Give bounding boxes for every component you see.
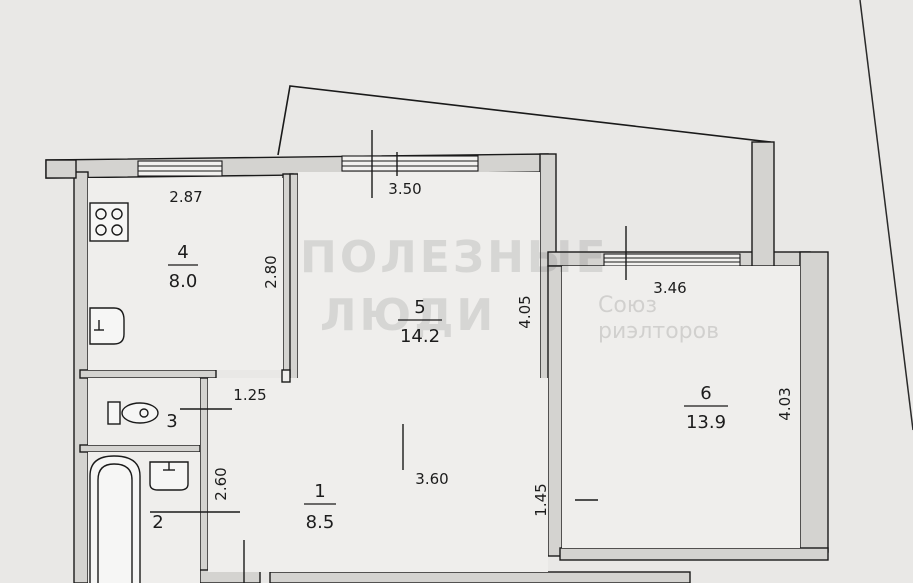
window-room6 <box>603 253 741 267</box>
dim-kitchen-depth: 2.80 <box>262 255 280 288</box>
dim-kitchen-width: 2.87 <box>169 188 202 206</box>
room-4-number: 4 <box>177 242 188 263</box>
room-3-number: 3 <box>166 411 177 432</box>
dim-room6-depth: 4.03 <box>776 387 794 420</box>
room-interiors <box>88 172 800 583</box>
watermark-line1: ПОЛЕЗНЫЕ <box>300 232 609 283</box>
window-kitchen <box>137 160 223 177</box>
dim-room5-depth: 4.05 <box>516 295 534 328</box>
watermark-org1: Союз <box>598 293 657 318</box>
window-room5 <box>341 155 479 172</box>
toilet-icon <box>107 401 159 425</box>
dim-bath-length: 2.60 <box>212 467 230 500</box>
room-1-area: 8.5 <box>306 512 335 533</box>
room-4-area: 8.0 <box>169 271 198 292</box>
dim-toilet-width: 1.25 <box>233 386 266 404</box>
windows <box>137 155 741 267</box>
room-6-area: 13.9 <box>686 412 726 433</box>
room-labels: 4 8.0 5 14.2 6 13.9 1 8.5 2 3 <box>152 242 728 533</box>
room-6-number: 6 <box>700 383 711 404</box>
dim-hall-width: 1.45 <box>532 483 550 516</box>
room-1-number: 1 <box>314 481 325 502</box>
watermark: ПОЛЕЗНЫЕ ЛЮДИ Союз риэлторов <box>300 232 719 344</box>
dim-room6-top: 3.46 <box>653 279 686 297</box>
room-2-number: 2 <box>152 512 163 533</box>
washbasin-icon <box>149 461 189 491</box>
sink-icon <box>89 307 125 345</box>
dim-room5-bottom: 3.60 <box>415 470 448 488</box>
room-5-number: 5 <box>414 297 425 318</box>
dimension-labels: 2.87 2.80 3.50 4.05 3.60 3.46 4.03 1.25 … <box>169 180 794 517</box>
door-marks <box>150 130 627 583</box>
dim-room5-top: 3.50 <box>388 180 421 198</box>
stove-icon <box>89 202 129 242</box>
watermark-line2: ЛЮДИ <box>320 290 496 341</box>
watermark-org2: риэлторов <box>598 319 719 344</box>
bathtub-icon <box>89 455 141 583</box>
room-5-area: 14.2 <box>400 326 440 347</box>
